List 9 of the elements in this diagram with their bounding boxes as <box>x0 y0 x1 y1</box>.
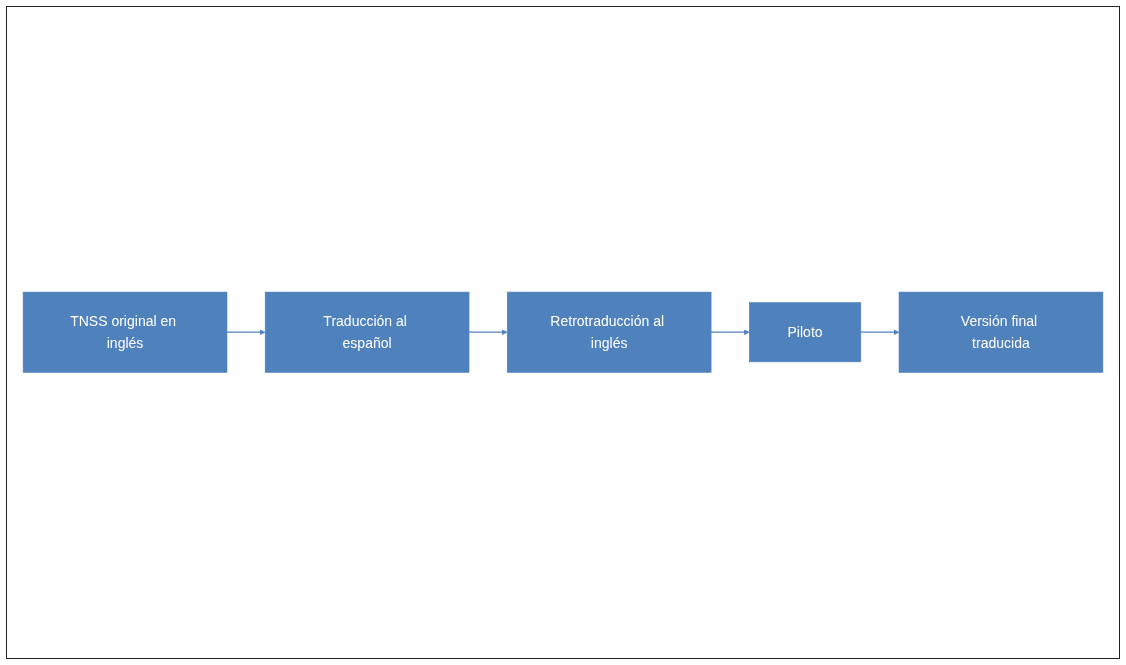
node-box: Retrotraducción al inglés <box>506 292 712 373</box>
arrow <box>468 329 508 336</box>
arrow <box>710 329 750 336</box>
node-box: Traducción al español <box>264 292 470 373</box>
arrow <box>860 329 900 336</box>
node-box: TNSS original en inglés <box>22 292 228 373</box>
node-box: Piloto <box>749 302 862 363</box>
arrow <box>226 329 266 336</box>
node-box: Versión final traducida <box>898 292 1104 373</box>
